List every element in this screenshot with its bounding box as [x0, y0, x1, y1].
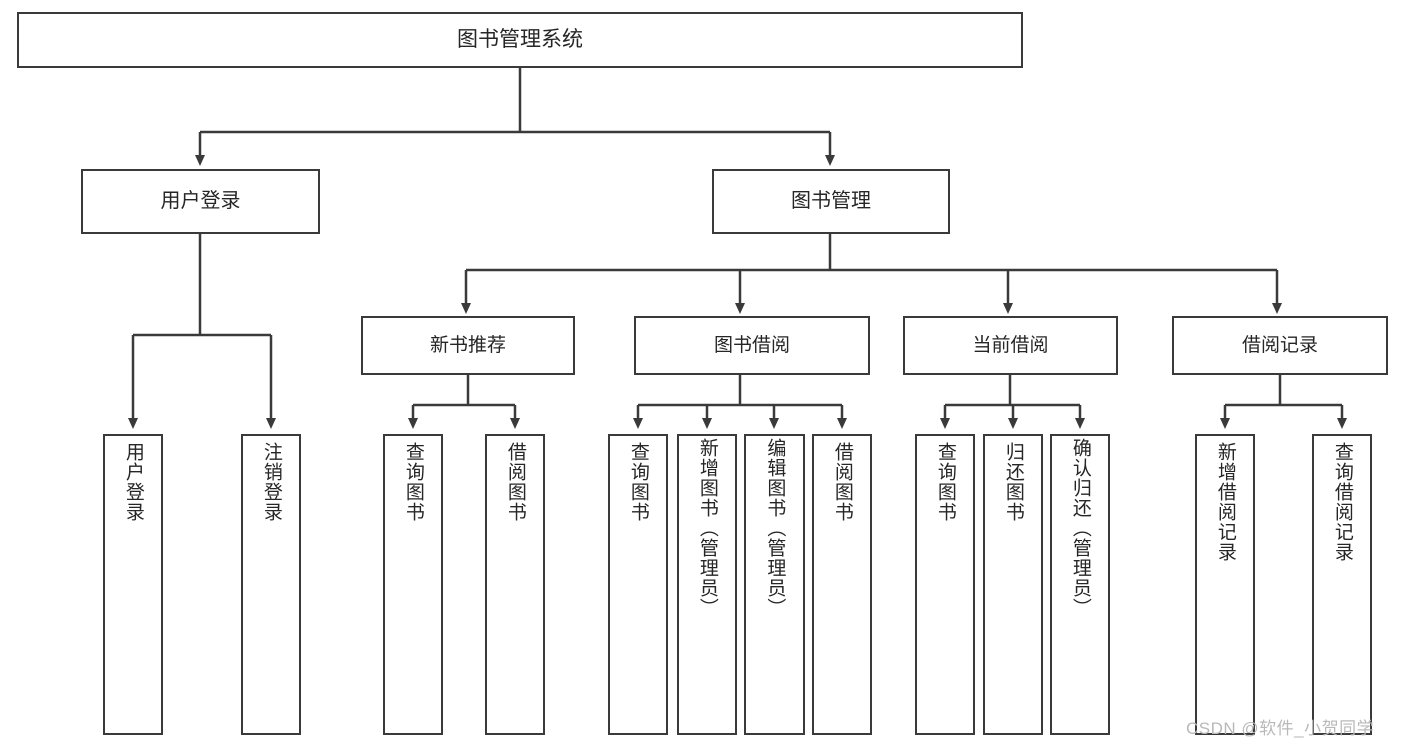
node-root-label: 图书管理系统: [457, 27, 583, 51]
node-leaf-query-record[interactable]: 查询借阅记录: [1312, 434, 1372, 735]
node-leaf-borrow-book-1-label: 借阅图书: [504, 442, 526, 522]
node-user-login[interactable]: 用户登录: [81, 169, 320, 234]
node-leaf-logout-login-label: 注销登录: [260, 442, 282, 522]
node-new-book-recommend-label: 新书推荐: [429, 334, 506, 356]
node-leaf-user-login[interactable]: 用户登录: [103, 434, 163, 735]
node-leaf-edit-book-label: 编辑图书（管理员）: [764, 438, 786, 618]
node-book-management[interactable]: 图书管理: [712, 169, 950, 234]
node-leaf-query-book-1[interactable]: 查询图书: [383, 434, 443, 735]
node-leaf-confirm-return-label: 确认归还（管理员）: [1069, 438, 1091, 618]
node-leaf-borrow-book-1[interactable]: 借阅图书: [485, 434, 545, 735]
node-user-login-label: 用户登录: [160, 190, 241, 212]
node-current-borrow-label: 当前借阅: [972, 334, 1049, 356]
node-leaf-query-book-2[interactable]: 查询图书: [608, 434, 668, 735]
node-leaf-query-book-3[interactable]: 查询图书: [915, 434, 975, 735]
node-borrow-record[interactable]: 借阅记录: [1172, 316, 1388, 375]
node-leaf-confirm-return[interactable]: 确认归还（管理员）: [1050, 434, 1110, 735]
node-root[interactable]: 图书管理系统: [17, 12, 1023, 68]
node-book-management-label: 图书管理: [791, 190, 871, 212]
node-leaf-return-book[interactable]: 归还图书: [983, 434, 1043, 735]
node-leaf-user-login-label: 用户登录: [122, 442, 144, 522]
node-leaf-edit-book[interactable]: 编辑图书（管理员）: [744, 434, 805, 735]
node-leaf-add-record[interactable]: 新增借阅记录: [1195, 434, 1255, 735]
node-leaf-query-book-3-label: 查询图书: [934, 442, 956, 522]
node-current-borrow[interactable]: 当前借阅: [903, 316, 1118, 375]
node-leaf-add-book-label: 新增图书（管理员）: [696, 438, 718, 618]
node-leaf-query-record-label: 查询借阅记录: [1331, 442, 1353, 562]
node-leaf-query-book-1-label: 查询图书: [402, 442, 424, 522]
node-leaf-add-book[interactable]: 新增图书（管理员）: [677, 434, 737, 735]
node-leaf-borrow-book-2-label: 借阅图书: [831, 442, 853, 522]
node-leaf-logout-login[interactable]: 注销登录: [241, 434, 301, 735]
node-book-borrow-label: 图书借阅: [713, 334, 790, 356]
node-leaf-add-record-label: 新增借阅记录: [1214, 442, 1236, 562]
node-leaf-borrow-book-2[interactable]: 借阅图书: [812, 434, 872, 735]
node-new-book-recommend[interactable]: 新书推荐: [361, 316, 575, 375]
node-leaf-query-book-2-label: 查询图书: [627, 442, 649, 522]
node-leaf-return-book-label: 归还图书: [1002, 442, 1024, 522]
node-book-borrow[interactable]: 图书借阅: [634, 316, 870, 375]
csdn-watermark: CSDN @软件_小贺同学: [1186, 719, 1375, 738]
node-borrow-record-label: 借阅记录: [1241, 334, 1318, 356]
